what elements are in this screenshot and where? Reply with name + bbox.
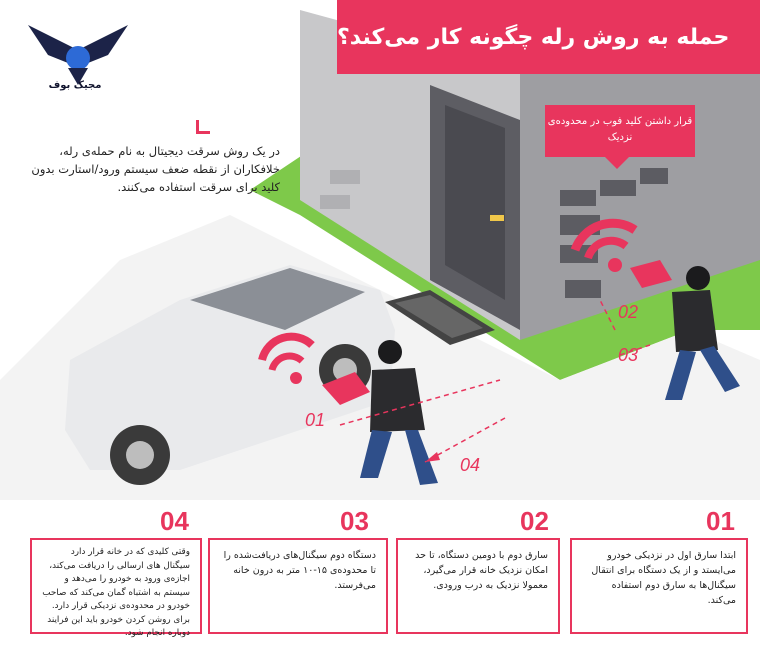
step-4-number: 04 xyxy=(160,506,189,536)
key-signal-icon xyxy=(570,218,638,252)
logo-caption: مجیک بوف xyxy=(48,80,102,91)
scene-label-03: 03 xyxy=(618,345,639,365)
step-4-text: وقتی کلیدی که در خانه قرار دارد سیگنال ه… xyxy=(30,538,202,638)
thief-one xyxy=(322,340,438,485)
relay-device-two xyxy=(630,260,672,288)
scene-label-04: 04 xyxy=(460,455,481,475)
step-3-number: 03 xyxy=(340,506,369,536)
signal-path-01 xyxy=(339,379,501,426)
magic-bouf-logo xyxy=(28,25,128,85)
car-signal-icon xyxy=(258,332,315,362)
signal-path-04 xyxy=(424,417,506,463)
relay-device-one xyxy=(322,372,370,405)
page-title: حمله به روش رله چگونه کار می‌کند؟ xyxy=(337,0,760,74)
scene-label-01: 01 xyxy=(305,410,326,430)
key-fob-callout: قرار داشتن کلید فوب در محدوده‌ی نزدیک xyxy=(545,105,695,169)
page-title-text: حمله به روش رله چگونه کار می‌کند؟ xyxy=(337,24,730,50)
step-2-text: سارق دوم با دومین دستگاه، تا حد امکان نز… xyxy=(396,538,560,634)
corner-mark xyxy=(196,120,210,134)
step-1-text: ابتدا سارق اول در نزدیکی خودرو می‌ایستد … xyxy=(570,538,748,634)
intro-text: در یک روش سرقت دیجیتال به نام حمله‌ی رله… xyxy=(31,144,280,194)
scene-label-02: 02 xyxy=(618,302,639,322)
step-3-text: دستگاه دوم سیگنال‌های دریافت‌شده را تا م… xyxy=(208,538,388,634)
thief-two xyxy=(630,260,740,400)
step-1-number: 01 xyxy=(706,506,735,536)
door-handle xyxy=(490,215,504,221)
relay-attack-illustration xyxy=(0,0,760,500)
car-windshield xyxy=(190,268,365,330)
step-2-number: 02 xyxy=(520,506,549,536)
